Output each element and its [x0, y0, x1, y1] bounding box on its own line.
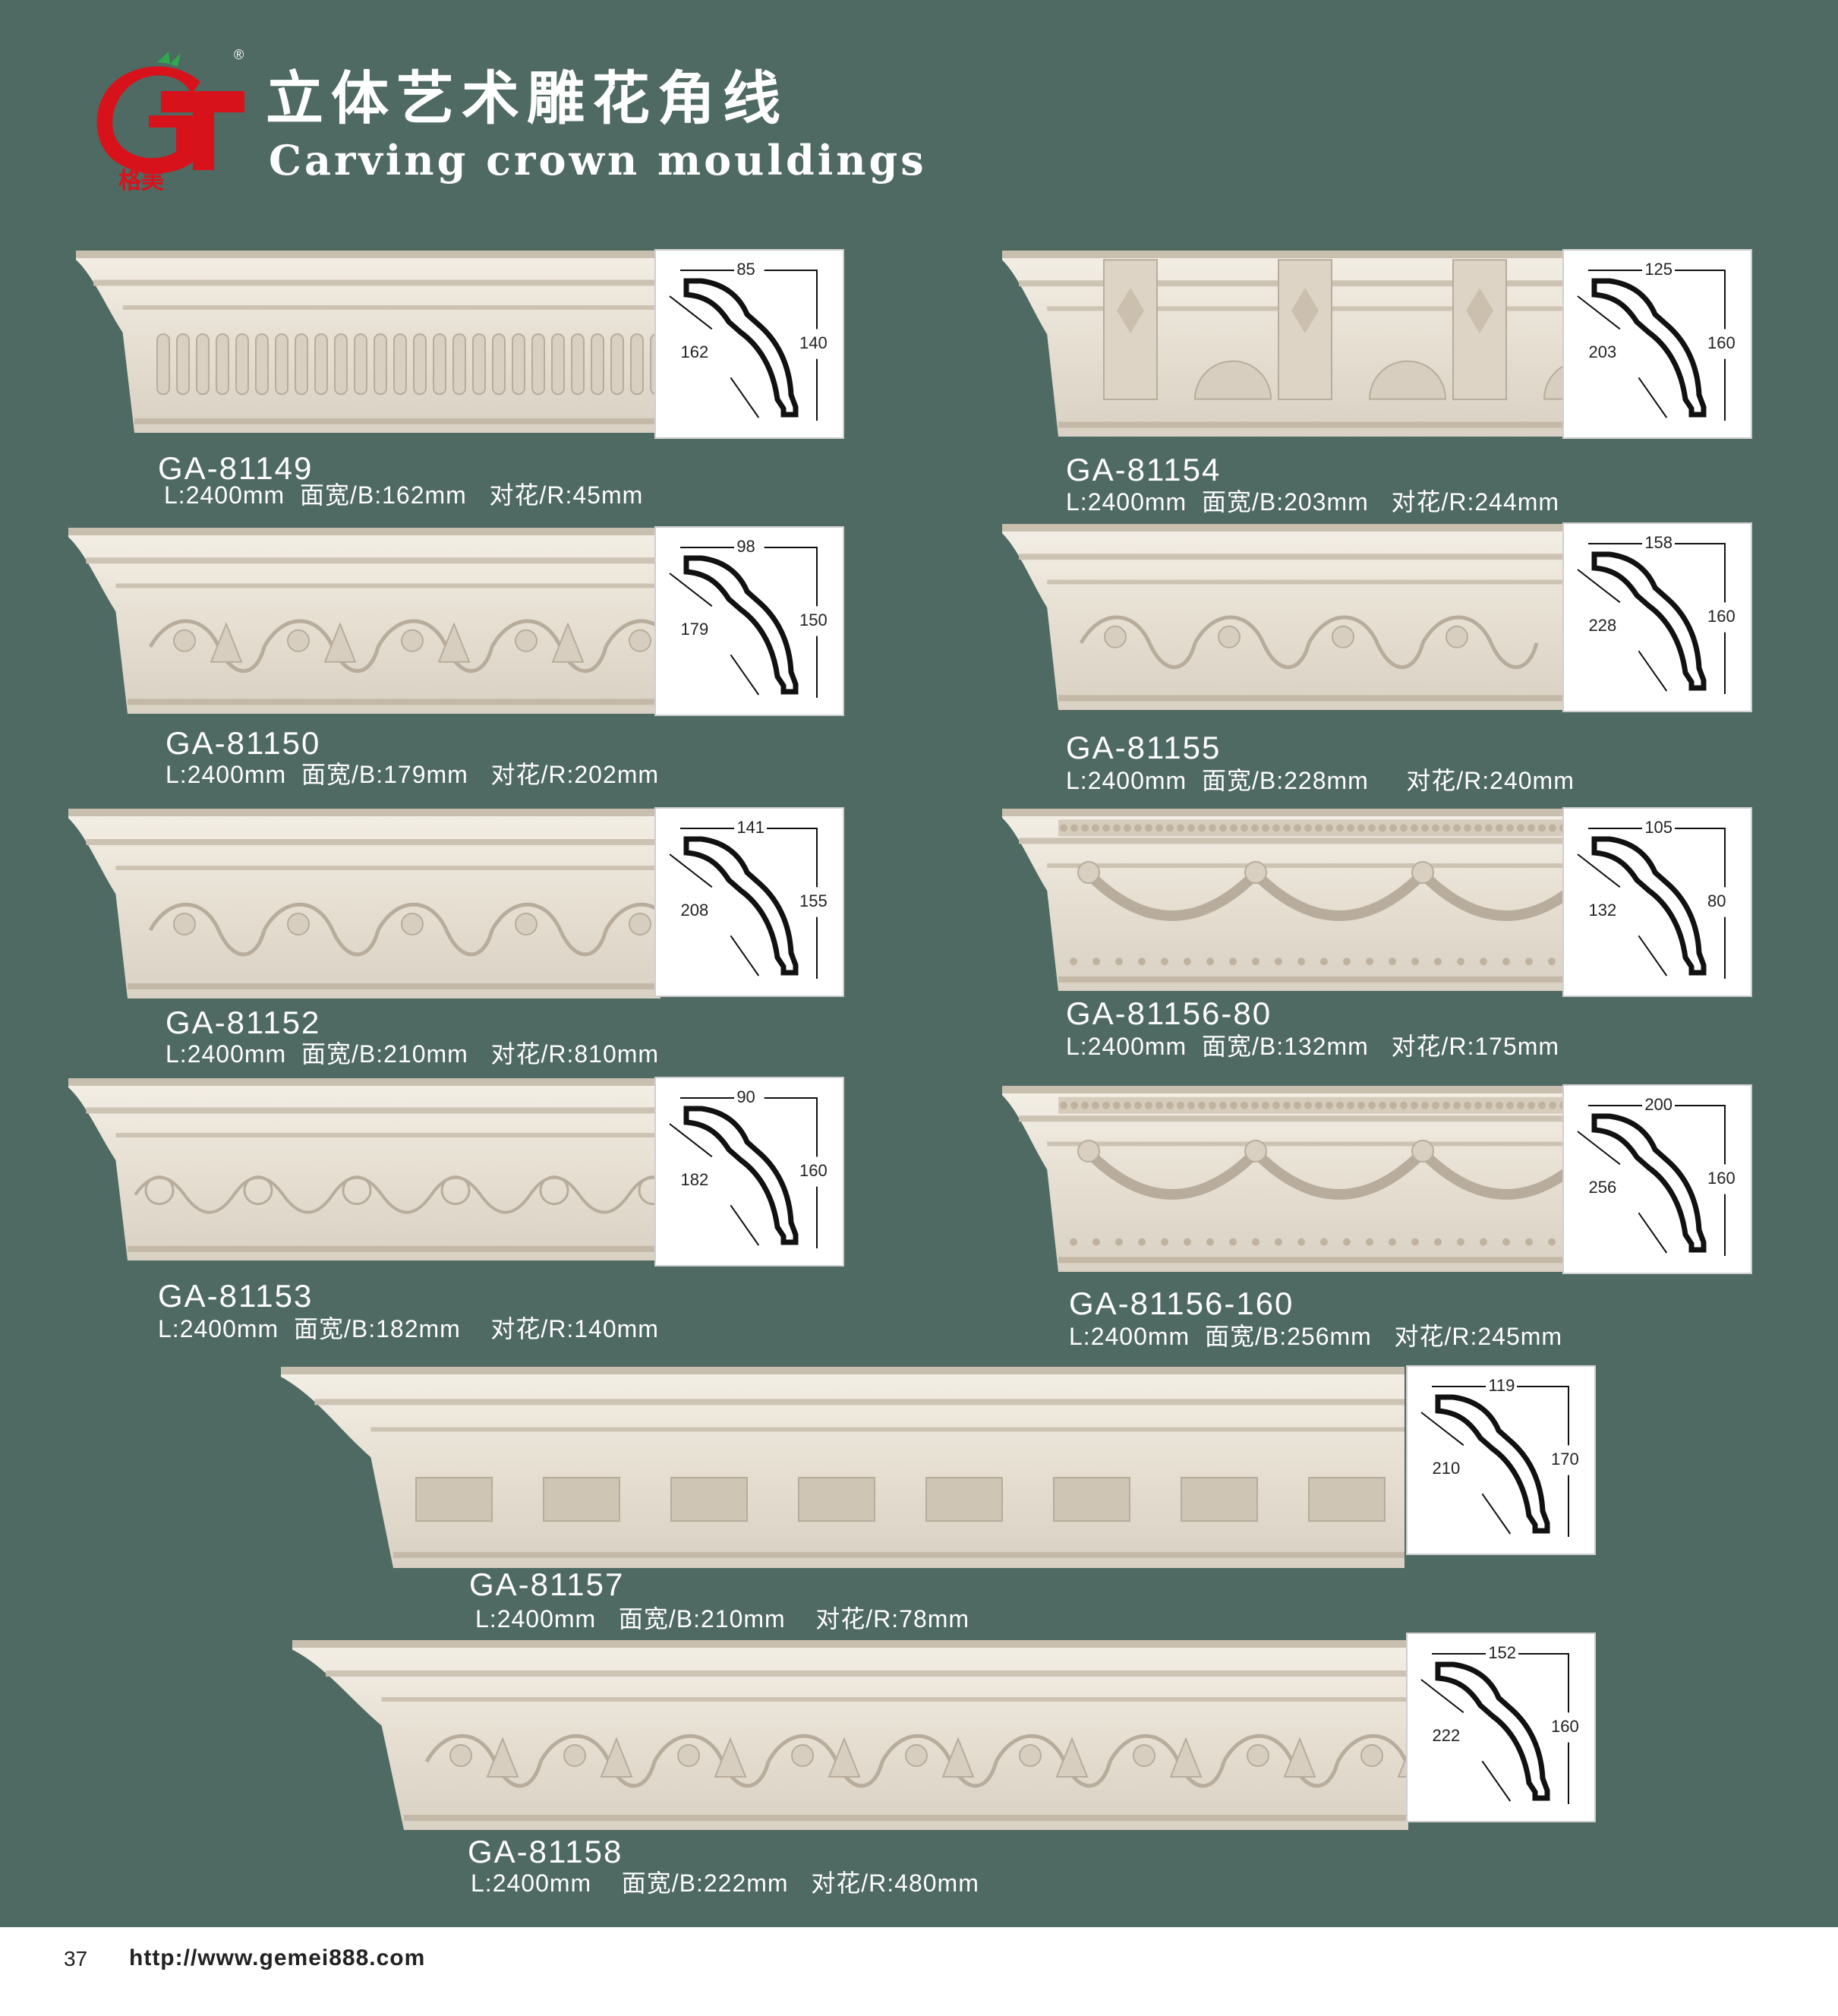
cross-section-profile: 200 256 160 — [1562, 1084, 1752, 1274]
dimension-top: 119 — [1486, 1377, 1518, 1394]
dimension-top: 85 — [734, 261, 758, 278]
cross-section-profile: 152 222 160 — [1406, 1633, 1596, 1822]
product-spec: L:2400mm 面宽/B:132mm 对花/R:175mm — [1066, 1033, 1560, 1060]
dimension-top: 105 — [1642, 819, 1676, 836]
dimension-side: 160 — [1705, 607, 1738, 625]
dimension-side: 170 — [1549, 1450, 1581, 1468]
catalog-page: ® 格美 立体艺术雕花角线 Carving crown mouldings 85… — [0, 0, 1838, 1927]
dimension-top: 125 — [1642, 261, 1676, 278]
dimension-top: 200 — [1642, 1096, 1676, 1113]
dimension-diag: 203 — [1586, 344, 1619, 361]
moulding-photo — [68, 1078, 660, 1260]
brand-logo: ® 格美 — [85, 47, 252, 194]
moulding-photo — [68, 809, 660, 999]
product-code: GA-81154 — [1066, 452, 1222, 487]
cross-section-profile: 85 162 140 — [654, 249, 844, 439]
cross-section-profile: 125 203 160 — [1562, 249, 1752, 439]
product-spec: L:2400mm 面宽/B:210mm 对花/R:810mm — [166, 1040, 660, 1068]
dimension-diag: 210 — [1430, 1460, 1463, 1477]
product-code: GA-81152 — [166, 1005, 321, 1040]
product-code: GA-81149 — [158, 450, 314, 486]
cross-section-profile: 105 132 80 — [1562, 807, 1752, 997]
product-spec: L:2400mm 面宽/B:228mm 对花/R:240mm — [1066, 767, 1575, 794]
moulding-photo — [1002, 1086, 1564, 1272]
cross-section-profile: 98 179 150 — [654, 526, 844, 716]
dimension-side: 80 — [1705, 892, 1729, 910]
dimension-side: 155 — [797, 892, 830, 910]
dimension-side: 140 — [797, 334, 830, 352]
moulding-photo — [68, 528, 660, 714]
moulding-photo — [281, 1367, 1405, 1568]
dimension-top: 98 — [734, 538, 758, 555]
dimension-top: 90 — [734, 1089, 758, 1106]
dimension-top: 158 — [1642, 535, 1676, 551]
product-spec: L:2400mm 面宽/B:162mm 对花/R:45mm — [164, 481, 644, 509]
product-spec: L:2400mm 面宽/B:203mm 对花/R:244mm — [1066, 488, 1560, 516]
dimension-diag: 132 — [1586, 902, 1619, 919]
moulding-photo — [292, 1640, 1408, 1830]
dimension-side: 150 — [797, 611, 830, 629]
product-code: GA-81150 — [166, 725, 321, 761]
dimension-side: 160 — [797, 1162, 830, 1179]
product-spec: L:2400mm 面宽/B:256mm 对花/R:245mm — [1069, 1323, 1563, 1350]
dimension-diag: 222 — [1430, 1727, 1463, 1744]
product-spec: L:2400mm 面宽/B:222mm 对花/R:480mm — [471, 1869, 979, 1897]
product-spec: L:2400mm 面宽/B:179mm 对花/R:202mm — [166, 761, 660, 788]
dimension-side: 160 — [1705, 334, 1738, 352]
cross-section-profile: 141 208 155 — [654, 807, 844, 997]
product-code: GA-81157 — [469, 1566, 625, 1602]
logo-text: 格美 — [118, 168, 164, 193]
dimension-diag: 162 — [678, 344, 711, 361]
cross-section-profile: 90 182 160 — [654, 1077, 844, 1267]
catalog-title-english: Carving crown mouldings — [269, 136, 927, 185]
dimension-top: 141 — [734, 819, 768, 836]
catalog-title-chinese: 立体艺术雕花角线 — [266, 65, 788, 132]
dimension-diag: 182 — [678, 1172, 711, 1188]
svg-text:®: ® — [234, 49, 244, 62]
moulding-photo — [1002, 524, 1564, 710]
moulding-photo — [76, 251, 660, 433]
product-spec: L:2400mm 面宽/B:210mm 对花/R:78mm — [475, 1605, 970, 1633]
dimension-diag: 179 — [678, 621, 711, 638]
product-code: GA-81158 — [468, 1834, 623, 1869]
product-code: GA-81153 — [158, 1278, 314, 1314]
page-number: 37 — [64, 1947, 88, 1970]
dimension-side: 160 — [1549, 1718, 1581, 1735]
dimension-side: 160 — [1705, 1169, 1738, 1187]
cross-section-profile: 119 210 170 — [1406, 1365, 1596, 1555]
website-link[interactable]: http://www.gemei888.com — [129, 1945, 426, 1970]
product-spec: L:2400mm 面宽/B:182mm 对花/R:140mm — [158, 1315, 659, 1342]
dimension-top: 152 — [1486, 1645, 1519, 1661]
cross-section-profile: 158 228 160 — [1562, 522, 1752, 712]
logo-mark-icon: ® 格美 — [96, 47, 244, 194]
dimension-diag: 256 — [1586, 1179, 1619, 1196]
moulding-photo — [1002, 809, 1564, 991]
dimension-diag: 228 — [1586, 617, 1619, 634]
moulding-photo — [1002, 251, 1564, 437]
dimension-diag: 208 — [678, 902, 711, 919]
product-code: GA-81156-80 — [1066, 995, 1272, 1031]
product-code: GA-81156-160 — [1069, 1286, 1294, 1321]
product-code: GA-81155 — [1066, 730, 1222, 765]
